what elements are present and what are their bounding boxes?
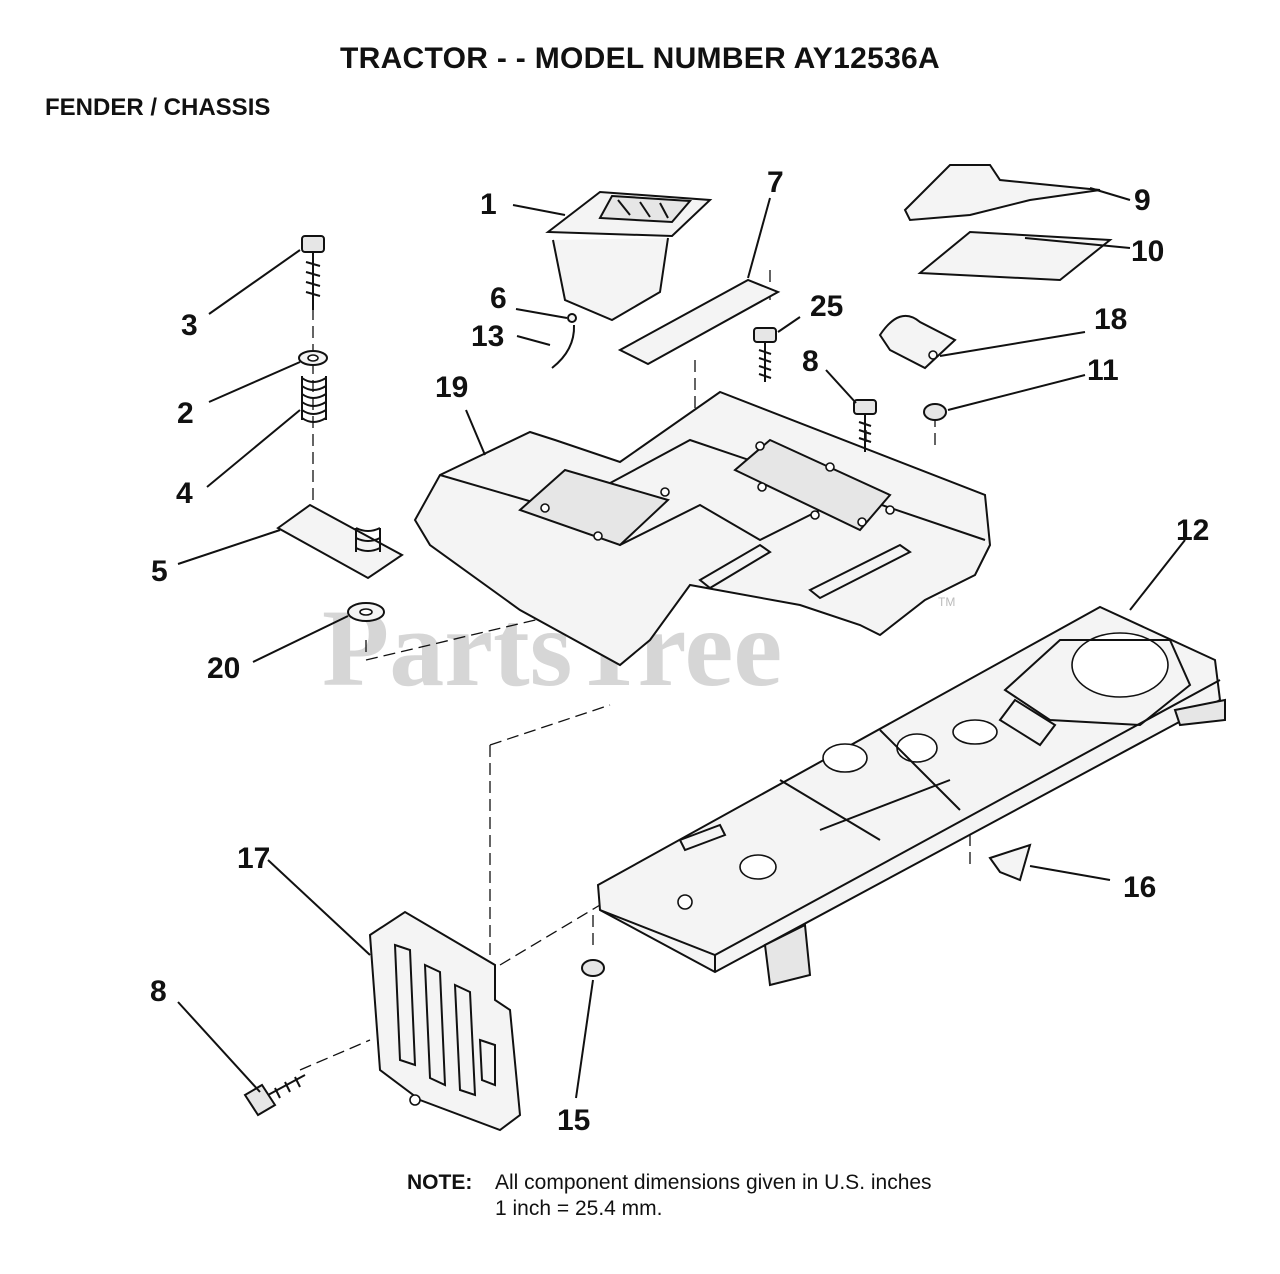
callout-1: 1 <box>480 188 497 221</box>
callout-17: 17 <box>237 842 270 875</box>
watermark-tm: TM <box>938 595 955 609</box>
note-line-1: All component dimensions given in U.S. i… <box>495 1171 932 1194</box>
callout-8-lower: 8 <box>150 975 167 1008</box>
part-17-front-bracket <box>368 910 522 1132</box>
part-4-spring <box>301 376 327 423</box>
part-5-plate <box>276 503 404 580</box>
note-label: NOTE: <box>407 1171 473 1194</box>
leader-lines <box>177 187 1186 1099</box>
part-15-nut <box>581 959 605 977</box>
callout-5: 5 <box>151 555 168 588</box>
part-19-fender <box>413 390 992 667</box>
part-18-bracket <box>878 314 957 370</box>
part-7-decal <box>617 278 781 366</box>
part-13-hose <box>551 324 576 369</box>
callout-labels: 1 2 3 4 5 6 7 8 8 9 10 11 12 13 15 16 17… <box>150 166 1209 1137</box>
part-16-clip <box>988 843 1032 882</box>
part-12-chassis-frame <box>596 605 1226 987</box>
callout-8-upper: 8 <box>802 345 819 378</box>
part-1-battery-box <box>545 190 713 322</box>
callout-15: 15 <box>557 1104 590 1137</box>
part-11-nut <box>923 403 947 421</box>
part-8-bolt-lower <box>243 1074 306 1117</box>
callout-13: 13 <box>471 320 504 353</box>
callout-10: 10 <box>1131 235 1164 268</box>
section-subtitle: FENDER / CHASSIS <box>45 94 271 121</box>
diagram-title: TRACTOR - - MODEL NUMBER AY12536A <box>340 42 940 75</box>
callout-19: 19 <box>435 371 468 404</box>
callout-20: 20 <box>207 652 240 685</box>
dimension-note: NOTE: All component dimensions given in U… <box>407 1170 932 1222</box>
callout-9: 9 <box>1134 184 1151 217</box>
part-3-bolt <box>301 235 325 310</box>
callout-2: 2 <box>177 397 194 430</box>
callout-25: 25 <box>810 290 843 323</box>
callout-11: 11 <box>1087 354 1119 387</box>
callout-18: 18 <box>1094 303 1127 336</box>
part-10-plate <box>917 230 1113 282</box>
part-6-clip <box>567 313 577 323</box>
part-9-cover <box>903 164 1101 222</box>
note-line-2: 1 inch = 25.4 mm. <box>495 1197 663 1220</box>
part-25-bolt <box>753 327 777 382</box>
part-8-bolt-upper <box>853 399 877 452</box>
callout-6: 6 <box>490 282 507 315</box>
callout-3: 3 <box>181 309 198 342</box>
callout-4: 4 <box>176 477 193 510</box>
note-body: All component dimensions given in U.S. i… <box>495 1170 932 1222</box>
callout-16: 16 <box>1123 871 1156 904</box>
callout-12: 12 <box>1176 514 1209 547</box>
callout-7: 7 <box>767 166 784 199</box>
